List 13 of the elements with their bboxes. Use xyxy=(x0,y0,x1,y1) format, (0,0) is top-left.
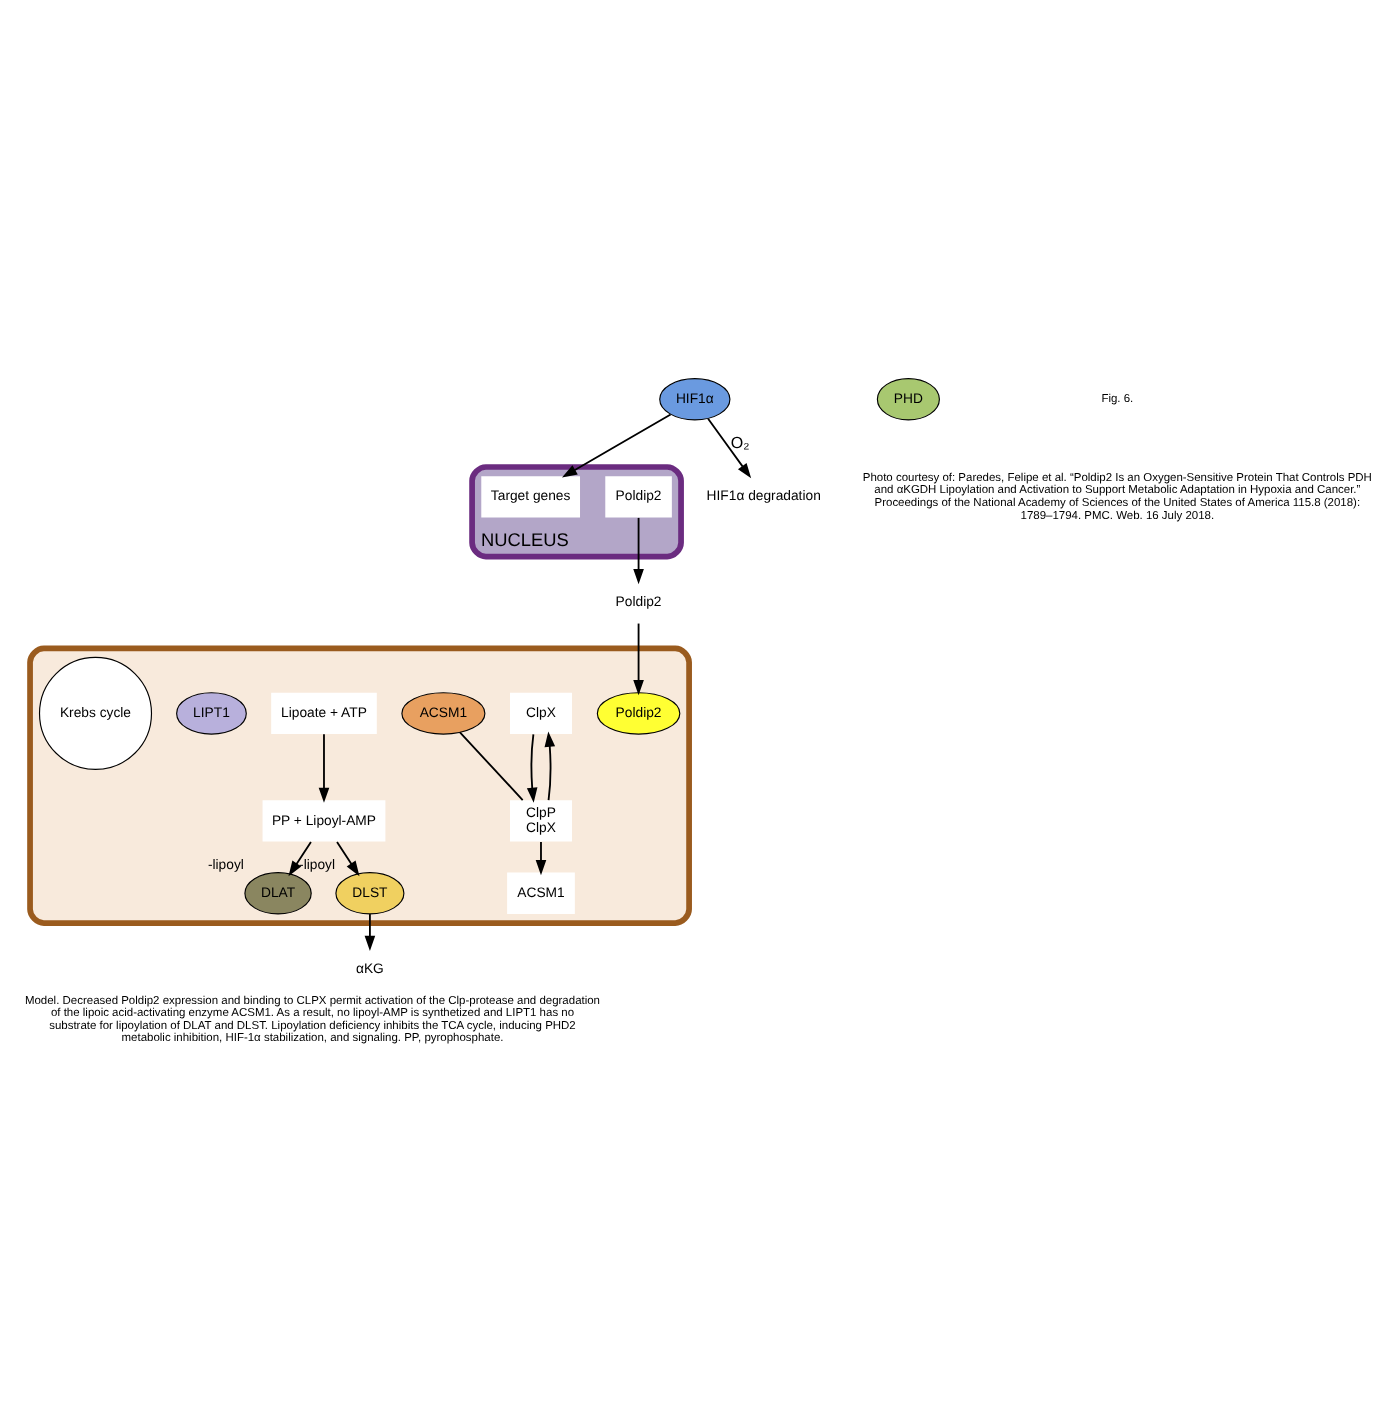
arrow xyxy=(288,841,312,877)
arrow xyxy=(535,841,547,876)
arrow xyxy=(526,733,538,803)
connector xyxy=(459,731,524,801)
arrow xyxy=(336,841,360,877)
cluster xyxy=(27,645,692,926)
arrow xyxy=(707,417,752,479)
arrow xyxy=(364,913,376,951)
arrow xyxy=(318,733,330,803)
arrow xyxy=(561,413,672,478)
arrow xyxy=(633,517,644,585)
arrow xyxy=(544,731,556,801)
arrow xyxy=(633,622,644,696)
